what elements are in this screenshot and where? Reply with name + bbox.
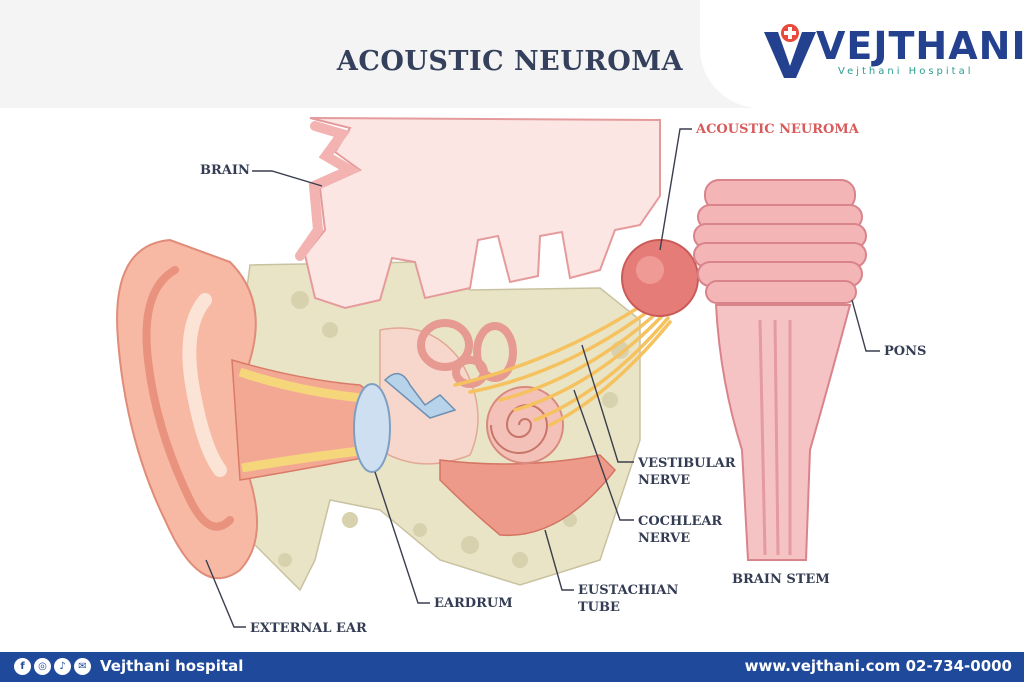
label-vestibular-nerve: VESTIBULAR NERVE (638, 456, 736, 488)
label-cochlear-nerve: COCHLEAR NERVE (638, 514, 723, 546)
tiktok-icon[interactable]: ♪ (54, 658, 71, 675)
label-brain-stem: BRAIN STEM (732, 572, 830, 587)
leader-external-ear (205, 559, 246, 628)
ossicles (383, 372, 457, 419)
facebook-icon[interactable]: f (14, 658, 31, 675)
leader-vestibular-nerve (581, 344, 634, 463)
eardrum-membrane (353, 383, 391, 473)
label-acoustic-neuroma: ACOUSTIC NEUROMA (696, 122, 859, 137)
leader-cochlear-nerve (573, 389, 634, 521)
label-brain: BRAIN (200, 163, 250, 178)
leader-eardrum (374, 471, 430, 604)
eustachian-tube (439, 454, 617, 537)
footer-bar: f ◎ ♪ ✉ Vejthani hospital www.vejthani.c… (0, 652, 1024, 682)
label-external-ear: EXTERNAL EAR (250, 621, 367, 636)
leader-eustachian-tube (544, 529, 574, 591)
logo-subtitle: Vejthani Hospital (838, 66, 974, 77)
leader-brain (252, 170, 323, 187)
line-icon[interactable]: ✉ (74, 658, 91, 675)
social-icons: f ◎ ♪ ✉ (14, 658, 91, 676)
brain-cortex (303, 117, 661, 310)
pons (693, 179, 867, 304)
header-logo-area (700, 0, 1024, 108)
footer-brand[interactable]: Vejthani hospital (100, 657, 244, 675)
ear-anatomy-diagram (116, 117, 880, 628)
label-pons: PONS (884, 344, 927, 359)
leader-acoustic-neuroma (659, 128, 692, 251)
logo-v-mark (764, 24, 816, 78)
pinna (116, 238, 259, 580)
cochlea (486, 386, 564, 464)
logo-wordmark: VEJTHANI (816, 24, 1024, 68)
brain-stem (714, 304, 852, 561)
leader-pons (851, 299, 880, 352)
page-title: ACOUSTIC NEUROMA (336, 46, 684, 77)
label-eustachian-tube: EUSTACHIAN TUBE (578, 583, 679, 615)
hospital-logo[interactable]: VEJTHANI Vejthani Hospital (760, 20, 1024, 84)
instagram-icon[interactable]: ◎ (34, 658, 51, 675)
footer-contact[interactable]: www.vejthani.com 02-734-0000 (744, 657, 1012, 675)
label-eardrum: EARDRUM (434, 596, 513, 611)
